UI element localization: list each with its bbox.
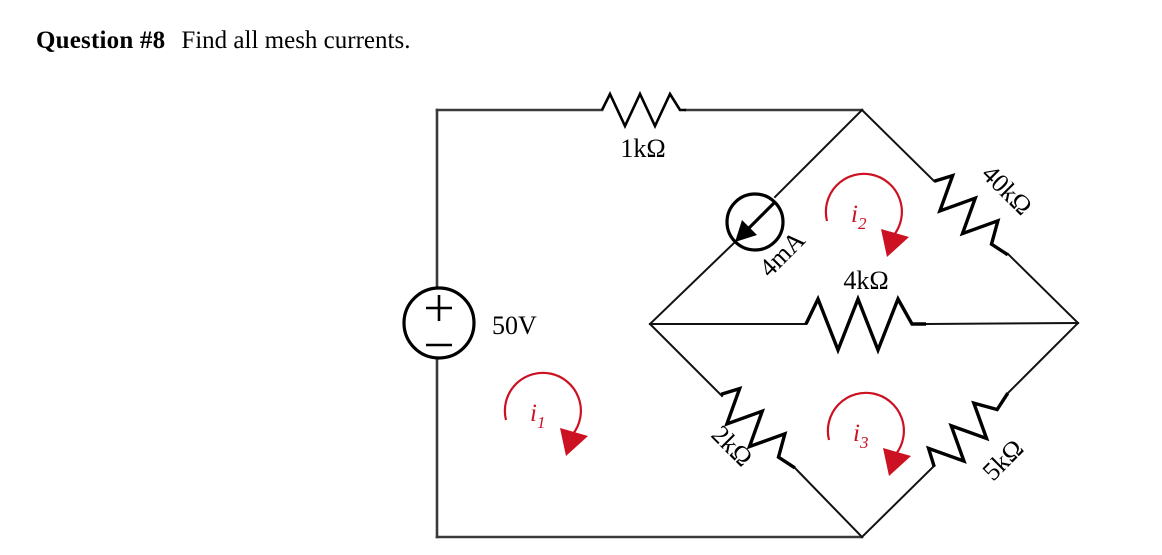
resistor-2k: 2kΩ [706, 385, 796, 473]
resistor-40k: 40kΩ [933, 159, 1038, 257]
voltage-source: 50V [402, 286, 537, 360]
mesh-current-i1-label: i1 [530, 400, 545, 432]
edge-middle-right [924, 321, 1080, 326]
mesh-current-i2-arrowhead [881, 229, 909, 257]
resistor-2k-label: 2kΩ [706, 420, 759, 473]
mesh-current-i1-arrowhead [560, 428, 588, 456]
plus-sign-icon [426, 295, 452, 321]
edge-bottom-right-lower [860, 464, 936, 539]
resistor-5k-label: 5kΩ [977, 434, 1030, 487]
edge-top-left-lower [648, 240, 737, 326]
resistor-2k-zigzag [720, 385, 796, 470]
resistor-4k-label: 4kΩ [843, 266, 888, 295]
resistor-5k-zigzag [925, 392, 1010, 468]
mesh-current-i2-label: i2 [851, 201, 867, 233]
question-prompt: Find all mesh currents. [181, 27, 411, 54]
resistor-5k: 5kΩ [925, 392, 1030, 487]
edge-top-right-lower [1006, 252, 1080, 325]
current-source: 4mA [725, 192, 811, 283]
voltage-source-label: 50V [492, 311, 537, 340]
current-source-arrow-shaft [744, 201, 776, 233]
edge-bottom-left-lower [792, 465, 864, 539]
resistor-40k-label: 40kΩ [976, 159, 1038, 221]
mesh-current-i3-arc [826, 391, 905, 455]
voltage-source-body [402, 286, 476, 360]
mesh-current-i3-arrowhead [883, 448, 911, 476]
outer-loop-wires [435, 108, 864, 539]
resistor-1k-zigzag [600, 90, 686, 130]
mesh-current-i2: i2 [824, 172, 909, 257]
mesh-current-i1-arc [503, 371, 582, 435]
diamond-edges [648, 108, 1080, 539]
mesh-current-i3-label: i3 [853, 420, 868, 452]
question-number: Question #8 [36, 27, 166, 54]
resistor-4k: 4kΩ [804, 266, 926, 355]
resistor-40k-zigzag [933, 172, 1009, 257]
current-source-arrow-head [735, 220, 757, 242]
edge-top-right-upper [860, 108, 936, 183]
mesh-current-i1: i1 [503, 371, 588, 456]
resistor-1k-label: 1kΩ [620, 134, 665, 163]
mesh-current-i3: i3 [826, 391, 911, 476]
edge-top-left-upper [773, 108, 864, 199]
edge-bottom-left-upper [648, 322, 724, 398]
resistor-4k-zigzag [804, 294, 926, 355]
resistor-1k: 1kΩ [600, 90, 686, 163]
edge-bottom-right-upper [1006, 321, 1080, 395]
mesh-current-i2-arc [824, 172, 903, 236]
question-header: Question #8 Find all mesh currents. [36, 26, 410, 56]
